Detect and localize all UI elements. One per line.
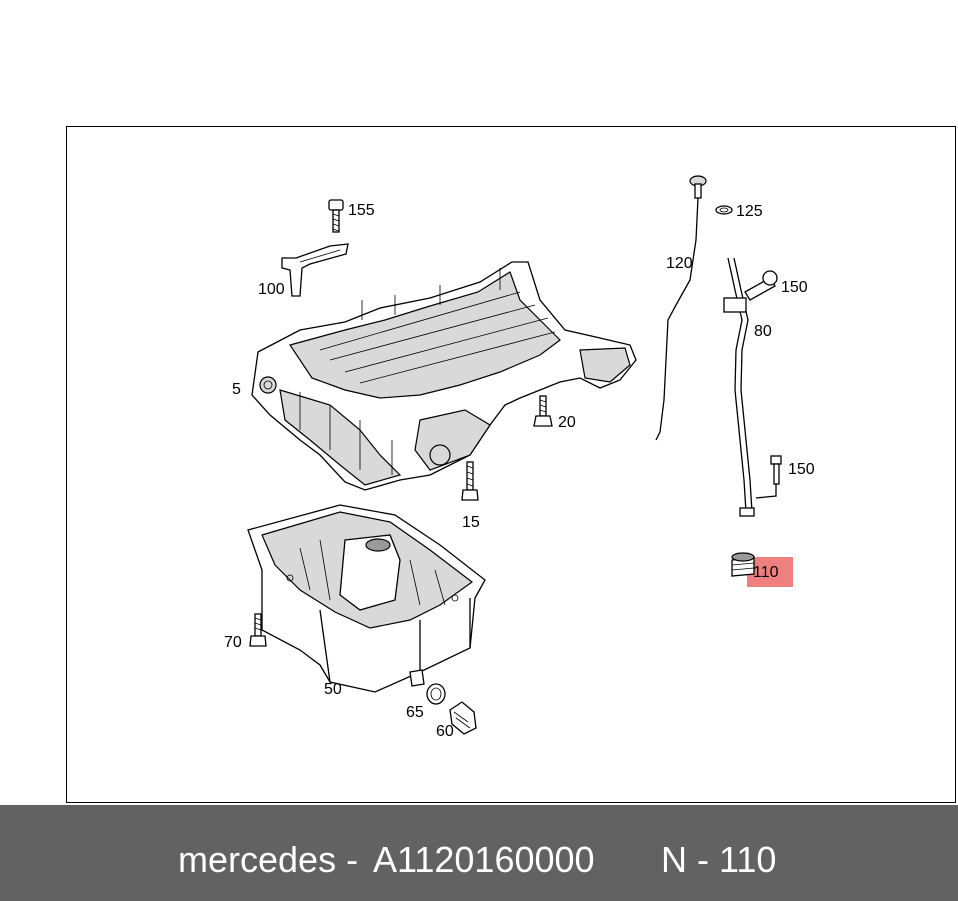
o-ring-part-125 (715, 205, 733, 215)
lower-oil-pan-part-50 (247, 504, 486, 693)
bracket-part-100 (281, 243, 349, 297)
bolt-part-70 (249, 613, 267, 647)
bolt-part-155 (328, 199, 344, 233)
seal-ring-part-65 (426, 683, 446, 705)
callout-150-upper: 150 (781, 279, 808, 296)
drain-plug-part-60 (449, 701, 477, 735)
highlight-marker (747, 557, 793, 587)
callout-110: 110 (753, 564, 779, 581)
callout-120: 120 (666, 255, 693, 272)
callout-65: 65 (406, 704, 424, 721)
drain-fitting (409, 669, 425, 687)
bolt-part-150-lower (755, 455, 782, 499)
upper-oil-pan-part-5 (251, 261, 637, 491)
callout-150-lower: 150 (788, 461, 815, 478)
callout-80: 80 (754, 323, 772, 340)
callout-20: 20 (558, 414, 576, 431)
callout-60: 60 (436, 723, 454, 740)
callout-50: 50 (324, 681, 342, 698)
callout-15: 15 (462, 514, 480, 531)
guide-tube-part-80 (723, 257, 755, 517)
callout-125: 125 (736, 203, 763, 220)
dipstick-part-120 (655, 175, 707, 441)
footer-reference: N - 110 (661, 839, 777, 880)
callout-155: 155 (348, 202, 375, 219)
seal-part-110 (731, 552, 793, 587)
diagram-frame (66, 126, 956, 803)
callout-5: 5 (232, 381, 241, 398)
callout-100: 100 (258, 281, 285, 298)
bolt-part-15 (461, 461, 479, 501)
bolt-part-150-upper (744, 270, 778, 301)
callout-70: 70 (224, 634, 242, 651)
footer-bar: mercedes - A1120160000 N - 110 (0, 805, 958, 901)
footer-brand: mercedes - (178, 839, 359, 880)
bolt-part-20 (533, 395, 553, 427)
parts-diagram: 155 100 5 20 15 70 50 65 60 125 120 150 … (224, 175, 815, 740)
footer-part-number: A1120160000 (373, 839, 595, 880)
